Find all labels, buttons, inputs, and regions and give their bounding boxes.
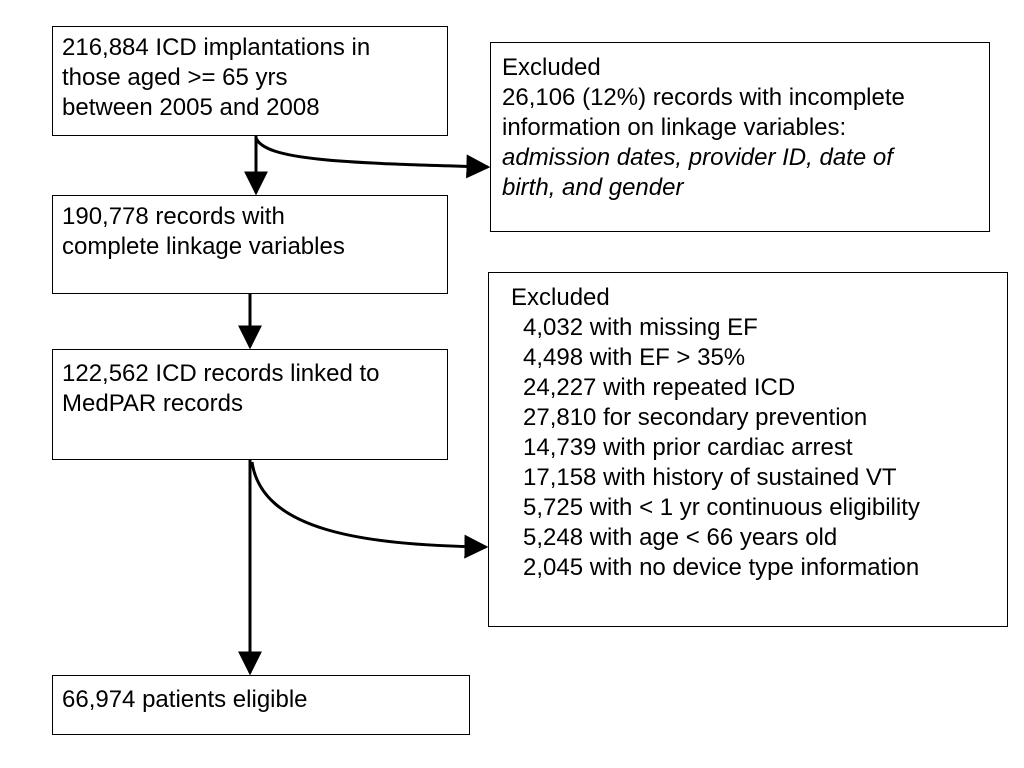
- box-line: 26,106 (12%) records with incomplete: [502, 84, 905, 111]
- box-line-italic: admission dates, provider ID, date of: [502, 144, 893, 171]
- exclusion-item: 4,032 with missing EF: [523, 314, 758, 341]
- exclusion-item: 24,227 with repeated ICD: [523, 374, 796, 401]
- box-complete-linkage: 190,778 records with complete linkage va…: [52, 195, 448, 294]
- box-line: 190,778 records with: [62, 203, 285, 230]
- exclusion-item: 14,739 with prior cardiac arrest: [523, 434, 853, 461]
- box-line: MedPAR records: [62, 390, 243, 417]
- box-line: 216,884 ICD implantations in: [62, 34, 371, 61]
- box-line: 66,974 patients eligible: [62, 686, 308, 713]
- box-line: complete linkage variables: [62, 233, 345, 260]
- box-linked-medpar: 122,562 ICD records linked to MedPAR rec…: [52, 349, 448, 460]
- box-excluded-criteria: Excluded 4,032 with missing EF 4,498 wit…: [488, 272, 1008, 627]
- box-line: those aged >= 65 yrs: [62, 64, 288, 91]
- exclusion-list: 4,032 with missing EF 4,498 with EF > 35…: [511, 313, 1007, 583]
- box-patients-eligible: 66,974 patients eligible: [52, 675, 470, 735]
- box-line: information on linkage variables:: [502, 114, 847, 141]
- box-icd-implantations: 216,884 ICD implantations in those aged …: [52, 26, 448, 136]
- box-line: Excluded: [502, 54, 601, 81]
- exclusion-heading: Excluded: [511, 284, 610, 311]
- box-line: 122,562 ICD records linked to: [62, 360, 380, 387]
- exclusion-item: 4,498 with EF > 35%: [523, 344, 746, 371]
- arrow-to-excluded-criteria: [250, 461, 489, 559]
- exclusion-item: 27,810 for secondary prevention: [523, 404, 868, 431]
- arrow-to-excluded-linkage: [254, 137, 491, 179]
- exclusion-item: 17,158 with history of sustained VT: [523, 464, 897, 491]
- box-line: between 2005 and 2008: [62, 94, 320, 121]
- box-line-italic: birth, and gender: [502, 174, 684, 201]
- box-excluded-linkage: Excluded 26,106 (12%) records with incom…: [490, 42, 990, 232]
- exclusion-item: 5,725 with < 1 yr continuous eligibility: [523, 494, 920, 521]
- exclusion-item: 2,045 with no device type information: [523, 554, 920, 581]
- exclusion-item: 5,248 with age < 66 years old: [523, 524, 838, 551]
